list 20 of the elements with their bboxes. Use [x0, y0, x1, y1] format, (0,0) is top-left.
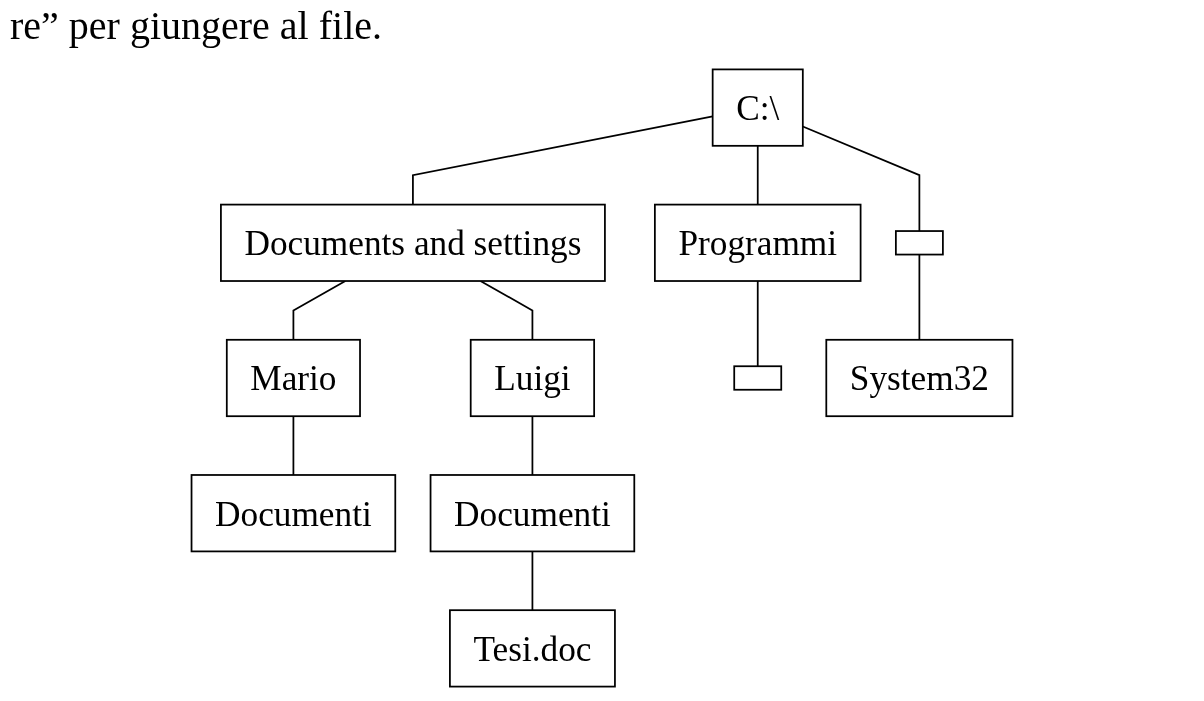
node-box: Mario — [225, 338, 361, 418]
connector — [479, 280, 534, 341]
node-box: Programmi — [654, 203, 862, 282]
node-box — [895, 230, 944, 256]
node-box: C:\ — [711, 68, 804, 147]
connector — [531, 550, 534, 612]
connector — [531, 415, 534, 476]
node-box: Luigi — [469, 338, 595, 418]
connector — [756, 144, 759, 206]
connector — [918, 253, 921, 341]
node-box — [733, 365, 783, 391]
node-box: Documenti — [429, 474, 636, 553]
node-box: Documenti — [190, 474, 397, 553]
node-box: Tesi.doc — [449, 609, 616, 688]
connector — [292, 415, 295, 476]
note-text: re” per giungere al file. — [10, 2, 382, 49]
connector — [292, 280, 347, 341]
connector — [756, 280, 759, 368]
node-box: System32 — [825, 338, 1014, 418]
node-box: Documents and settings — [220, 203, 606, 282]
